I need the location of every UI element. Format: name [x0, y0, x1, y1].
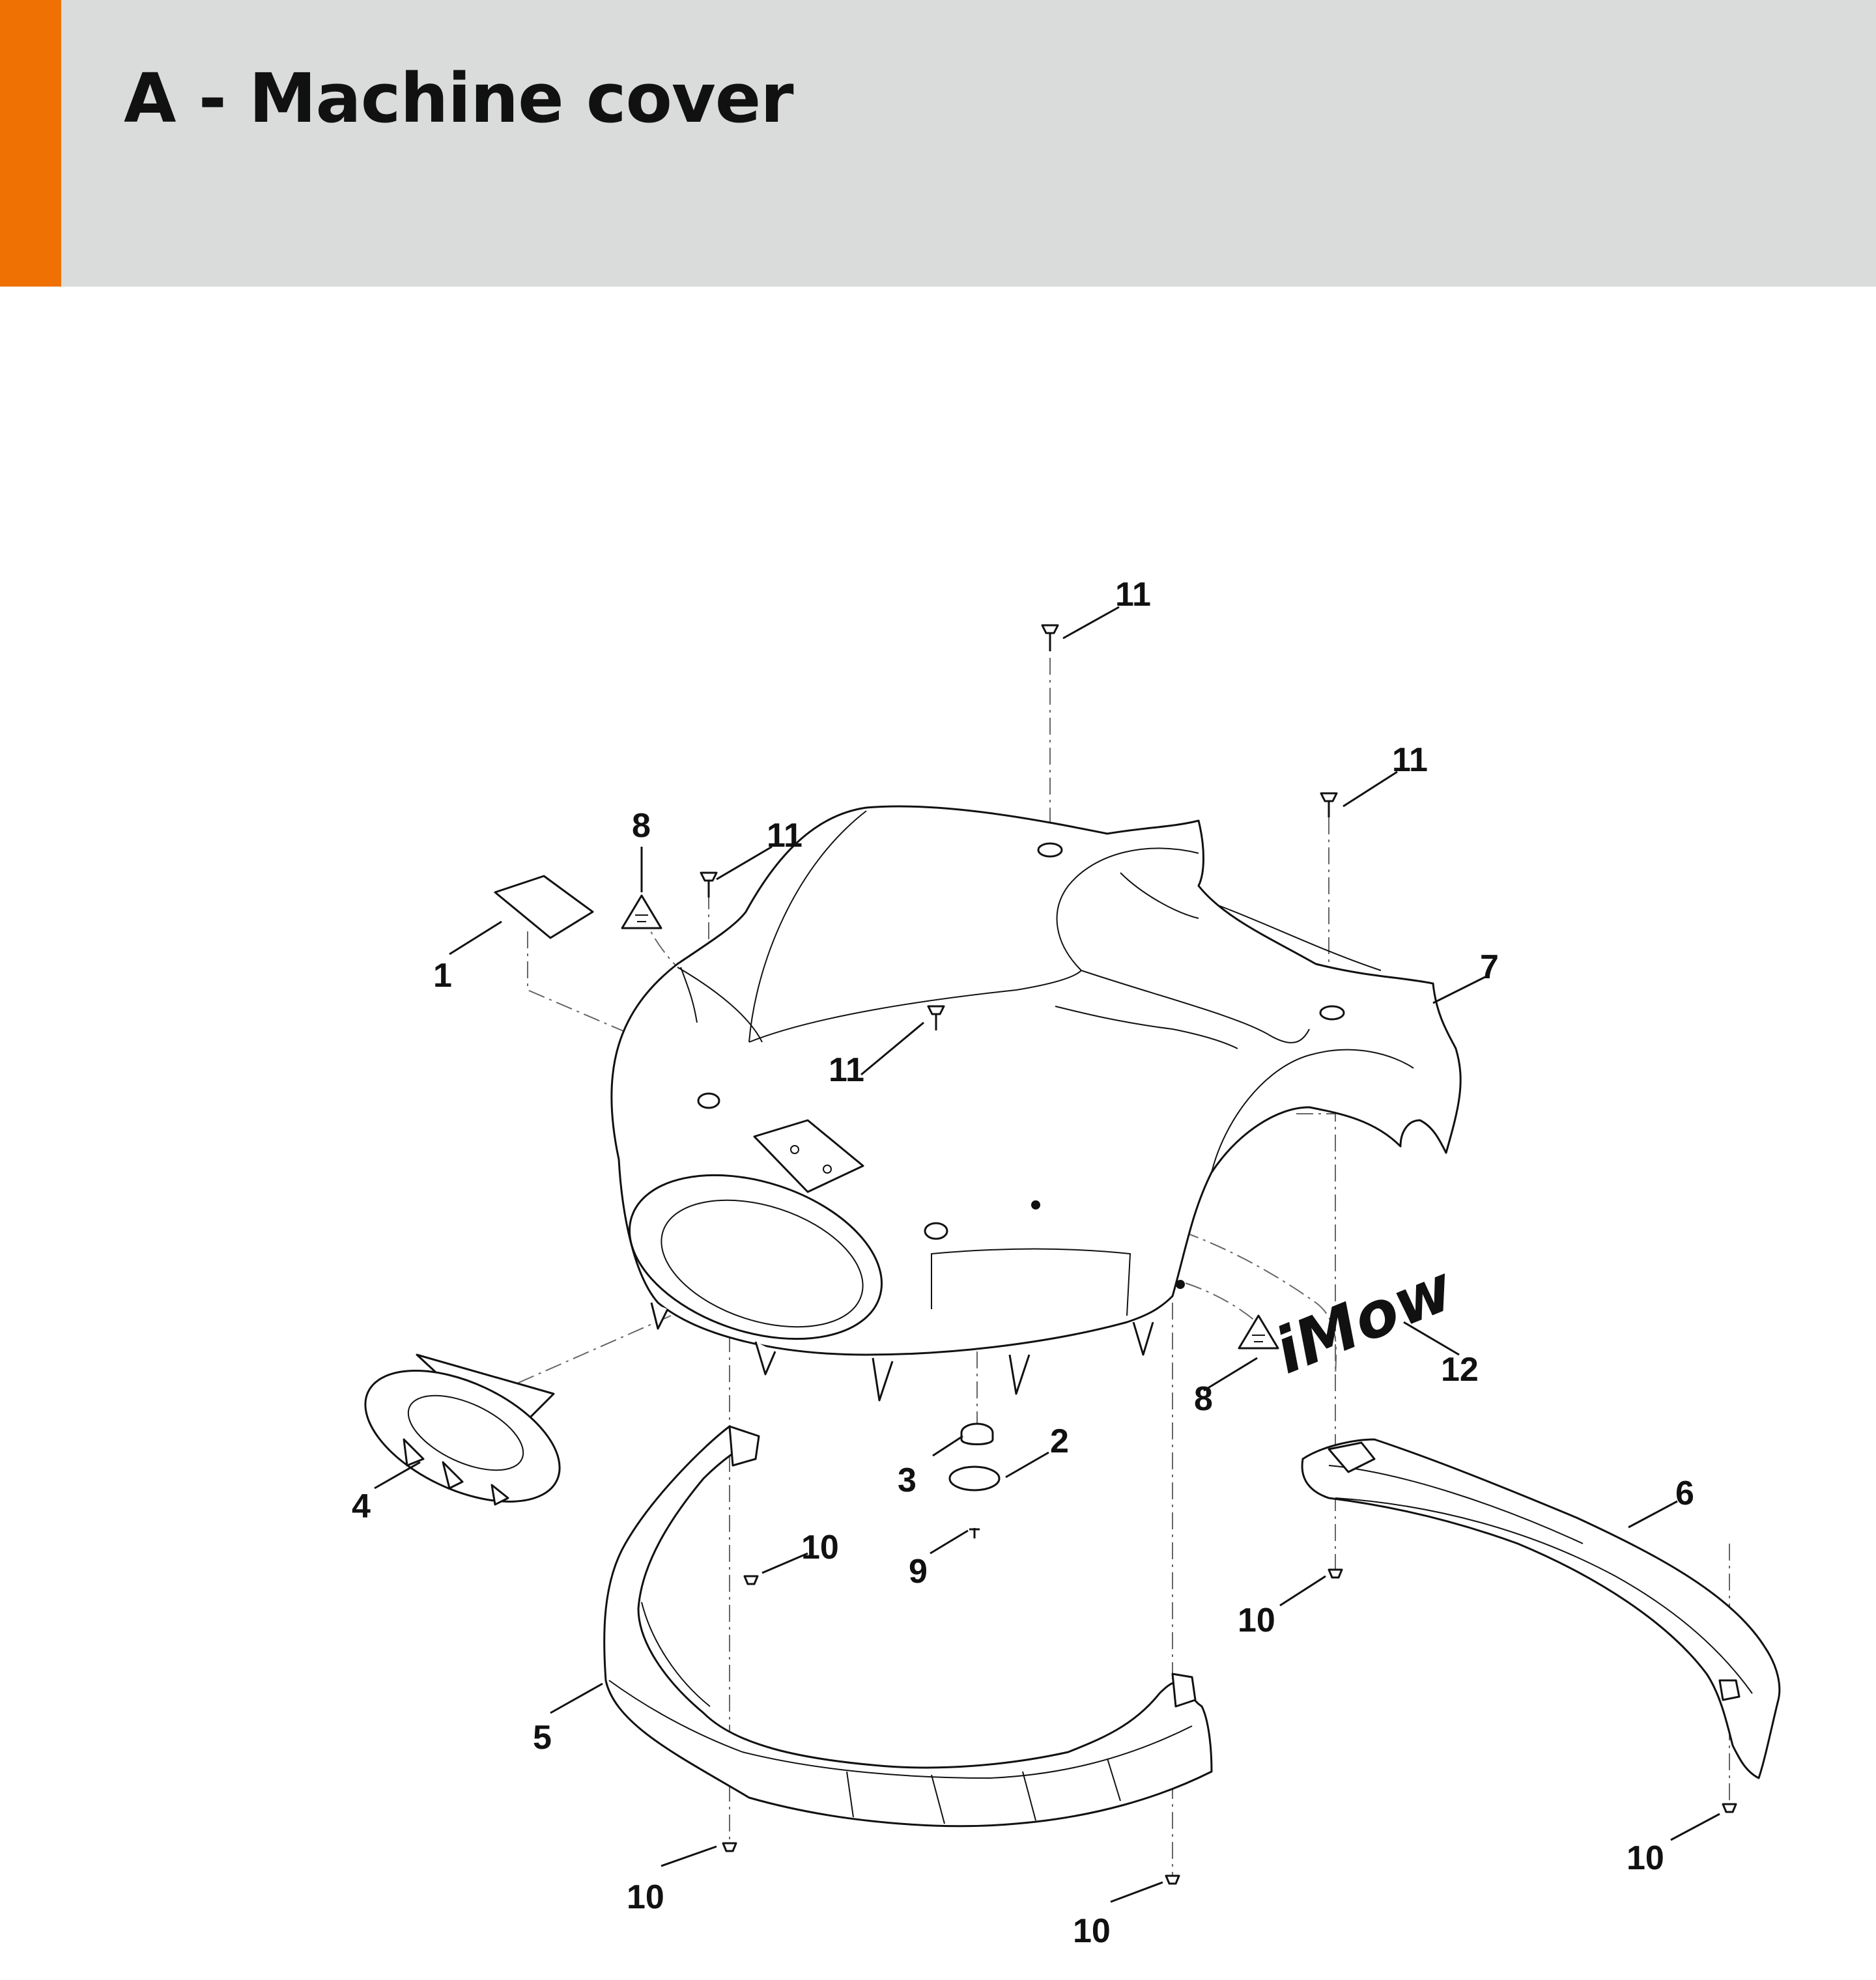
callout-7: 7 [1480, 948, 1499, 986]
part-5-front-bumper [603, 1425, 1213, 1828]
callout-10-front-lower: 10 [627, 1878, 664, 1916]
callout-8-side: 8 [1194, 1380, 1213, 1418]
part-8-warning-label-top [621, 894, 662, 929]
callout-2: 2 [1050, 1422, 1069, 1460]
callout-3: 3 [898, 1462, 917, 1499]
part-3-washer [960, 1422, 994, 1445]
callout-11-right: 11 [1392, 741, 1428, 779]
callout-4: 4 [352, 1488, 371, 1525]
callout-6: 6 [1675, 1475, 1694, 1512]
callout-10-rear-lower: 10 [1627, 1839, 1664, 1877]
machine-cover-shell [610, 805, 1462, 1402]
page-title: A - Machine cover [124, 59, 794, 138]
part-2-disc [948, 1465, 1001, 1492]
callout-11-top: 11 [1115, 576, 1151, 614]
part-9-screw [969, 1528, 980, 1538]
callout-11-center: 11 [829, 1051, 864, 1089]
callout-5: 5 [533, 1719, 552, 1757]
callout-10-front-upper: 10 [801, 1529, 839, 1566]
page-header: A - Machine cover [0, 0, 1876, 287]
screws-10 [722, 1568, 1737, 1885]
callout-10-center-lower: 10 [1073, 1912, 1111, 1950]
callout-1: 1 [433, 957, 452, 995]
leader-lines [374, 606, 1720, 1903]
callout-8-top: 8 [632, 807, 651, 845]
screws-11 [700, 624, 1338, 1030]
part-6-rear-bumper [1301, 1438, 1781, 1779]
accent-bar [0, 0, 61, 287]
callout-9: 9 [909, 1553, 928, 1591]
callout-12: 12 [1441, 1351, 1479, 1389]
part-12-logo-decal: iMow [1265, 1251, 1464, 1388]
callout-labels: 11 11 11 11 8 1 7 8 12 4 3 2 9 10 6 10 5… [352, 576, 1694, 1950]
part-4-headlight-frame [364, 1353, 561, 1506]
part-1-label [494, 875, 594, 939]
part-8-warning-label-side [1238, 1314, 1279, 1350]
callout-11-left: 11 [767, 817, 803, 855]
callout-10-rear-upper: 10 [1238, 1602, 1275, 1639]
